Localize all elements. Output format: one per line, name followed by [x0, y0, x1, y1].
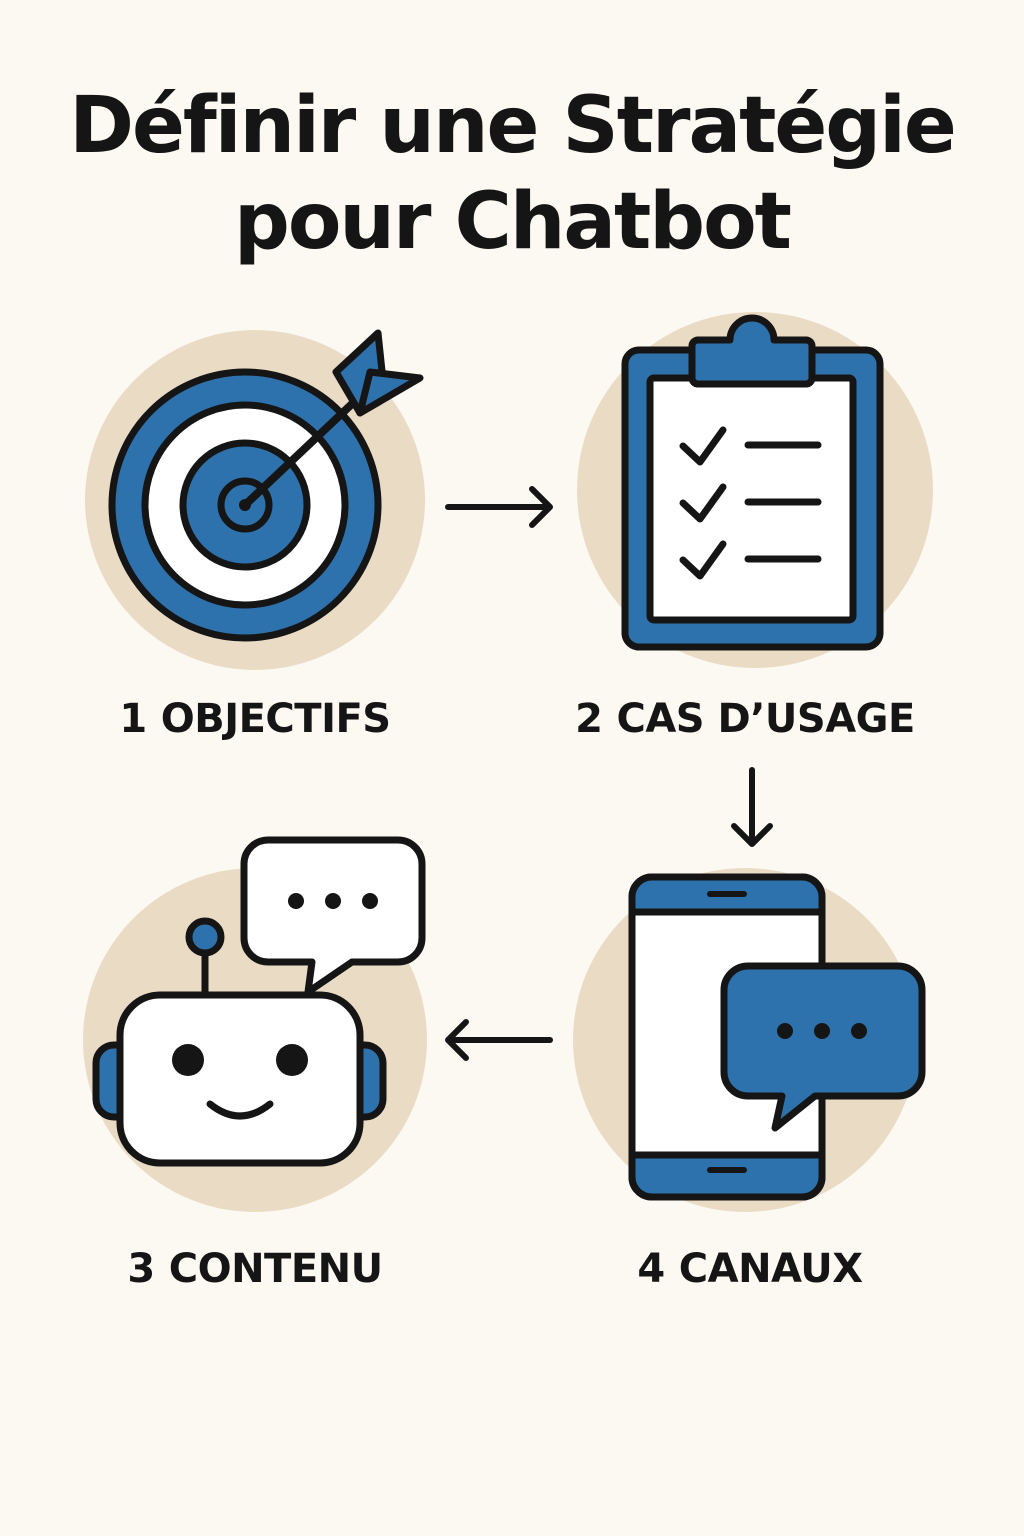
- page-title: Définir une Stratégie pour Chatbot: [0, 78, 1024, 270]
- title-line-1: Définir une Stratégie: [69, 81, 957, 171]
- arrow-left-icon: [445, 1019, 553, 1061]
- step-4-label: 4 CANAUX: [590, 1245, 910, 1293]
- step-1-label: 1 OBJECTIFS: [95, 695, 415, 743]
- clipboard-checklist-icon: [621, 314, 884, 651]
- step-2-label: 2 CAS D’USAGE: [545, 695, 945, 743]
- step-1-text: OBJECTIFS: [160, 696, 391, 742]
- step-3-text: CONTENU: [168, 1246, 383, 1292]
- arrow-right-icon: [445, 486, 553, 528]
- arrow-down-icon: [731, 767, 773, 847]
- step-3-label: 3 CONTENU: [95, 1245, 415, 1293]
- smartphone-chat-icon: [628, 873, 926, 1201]
- title-line-2: pour Chatbot: [234, 177, 792, 267]
- step-2-text: CAS D’USAGE: [616, 696, 915, 742]
- step-3-number: 3: [127, 1246, 155, 1292]
- step-2-number: 2: [575, 696, 603, 742]
- step-4-number: 4: [637, 1246, 665, 1292]
- step-4-text: CANAUX: [678, 1246, 863, 1292]
- step-1-number: 1: [119, 696, 147, 742]
- target-icon: [108, 329, 424, 642]
- robot-chat-icon: [92, 836, 426, 1167]
